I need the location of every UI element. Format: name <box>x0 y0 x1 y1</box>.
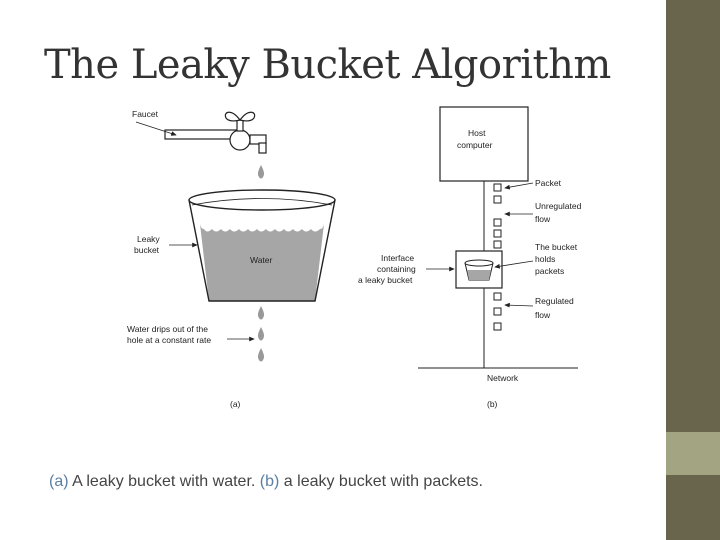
small-bucket-icon <box>464 259 494 281</box>
part-a-label: (a) <box>230 399 241 409</box>
water-label: Water <box>250 255 273 265</box>
unregulated-label-line2: flow <box>535 214 551 224</box>
regulated-label-line1: Regulated <box>535 296 574 306</box>
part-a-diagram: Faucet Water Leaky bucket Water drips ou… <box>127 109 336 409</box>
interface-label-line2: containing <box>377 264 416 274</box>
host-label-line1: Host <box>468 128 486 138</box>
slide-title: The Leaky Bucket Algorithm <box>44 42 611 88</box>
packet-label: Packet <box>535 178 562 188</box>
side-accent <box>666 432 720 475</box>
interface-box <box>455 250 503 289</box>
water-drop <box>257 327 265 341</box>
leaky-bucket-label-line1: Leaky <box>137 234 160 244</box>
figure-svg: Faucet Water Leaky bucket Water drips ou… <box>127 106 582 409</box>
faucet-label: Faucet <box>132 109 159 119</box>
bucket-holds-label-line3: packets <box>535 266 564 276</box>
part-b-diagram: Host computer Packet Unregulated flow In… <box>358 106 582 409</box>
interface-label-line1: Interface <box>381 253 414 263</box>
caption-tag-a: (a) <box>49 473 69 490</box>
leaky-bucket-figure: Faucet Water Leaky bucket Water drips ou… <box>113 102 593 409</box>
caption-text-b: a leaky bucket with packets. <box>279 473 483 490</box>
bucket-icon <box>188 189 336 302</box>
caption-tag-b: (b) <box>259 473 280 490</box>
interface-label-line3: a leaky bucket <box>358 275 413 285</box>
water-drop <box>257 348 265 362</box>
network-label: Network <box>487 373 519 383</box>
host-label-line2: computer <box>457 140 493 150</box>
drips-label-line1: Water drips out of the <box>127 324 208 334</box>
faucet-icon <box>164 111 267 154</box>
regulated-label-line2: flow <box>535 310 551 320</box>
water-drop <box>257 306 265 320</box>
leaky-bucket-label-line2: bucket <box>134 245 160 255</box>
part-b-label: (b) <box>487 399 498 409</box>
figure-caption: (a) A leaky bucket with water. (b) a lea… <box>49 473 483 491</box>
bucket-holds-label-line1: The bucket <box>535 242 578 252</box>
water-drop <box>257 165 265 179</box>
host-computer-box <box>439 106 529 182</box>
caption-text-a: A leaky bucket with water. <box>68 473 260 490</box>
packet-icon <box>493 183 502 249</box>
unregulated-label-line1: Unregulated <box>535 201 582 211</box>
drips-label-line2: hole at a constant rate <box>127 335 211 345</box>
bucket-holds-label-line2: holds <box>535 254 555 264</box>
regulated-packet-icon <box>493 292 502 331</box>
